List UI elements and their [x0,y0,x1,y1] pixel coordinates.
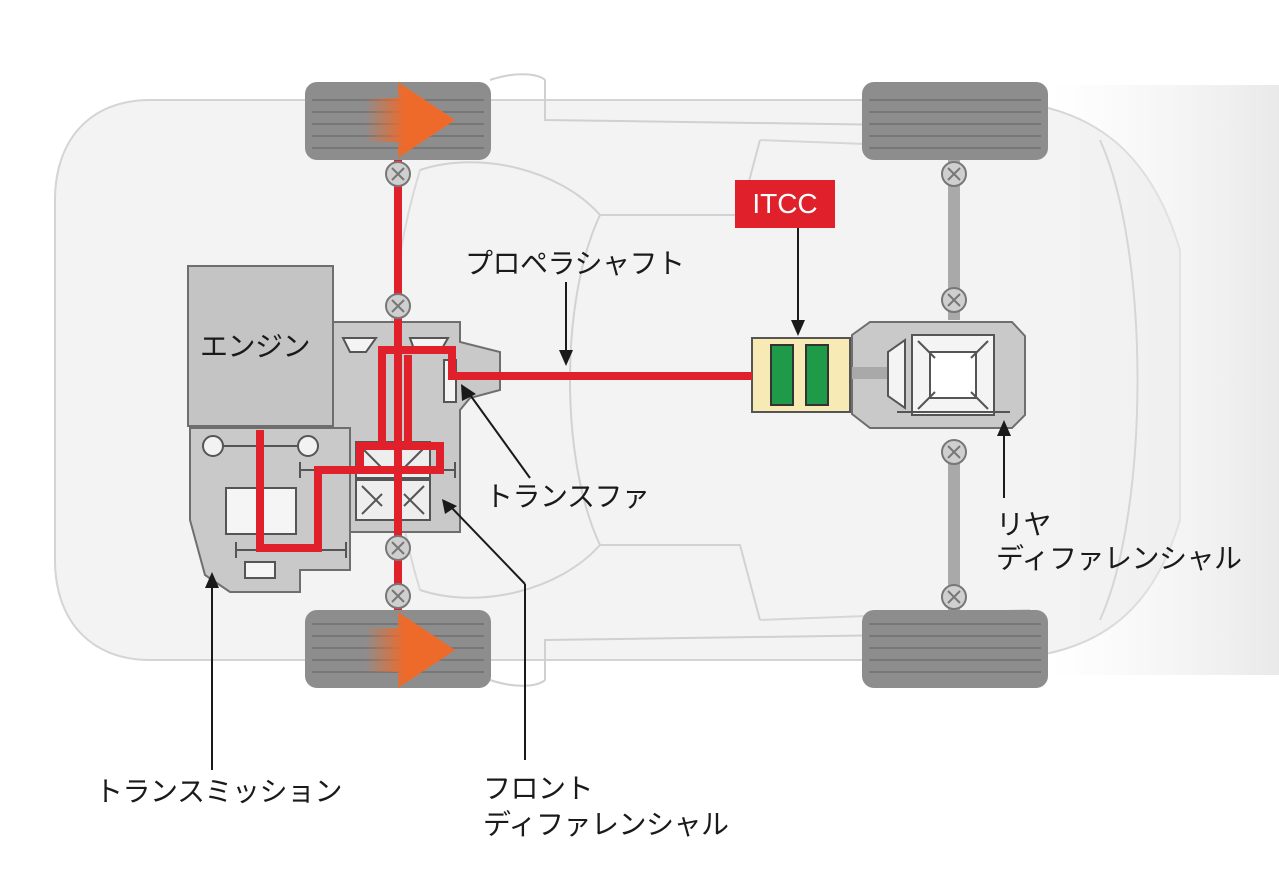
leader-lines [211,228,1005,770]
joint-icon [941,287,967,313]
propeller-shaft-label: プロペラシャフト [465,247,685,280]
rear-diff-label-line2: ディファレンシャル [996,542,1242,575]
itcc-coupling [751,337,851,413]
itcc-label: ITCC [735,180,835,228]
rear-right-tire [862,610,1048,688]
universal-joints [385,161,967,610]
transmission-label: トランスミッション [95,775,342,808]
joint-icon [385,293,411,319]
rear-differential-housing [851,321,1026,429]
rear-left-tire [862,82,1048,160]
front-diff-label-line2: ディファレンシャル [483,808,729,841]
front-diff-label-line1: フロント [483,772,594,805]
leader-arrowheads [205,320,1011,588]
transmission-housing [189,427,351,593]
engine-block [187,265,334,427]
joint-icon [941,439,967,465]
joint-icon [941,584,967,610]
joint-icon [941,161,967,187]
engine-label: エンジン [200,330,311,363]
front-right-torque-arrow-icon [365,612,455,688]
joint-icon [385,161,411,187]
rear-axle-shafts [948,160,960,610]
rear-diff-label-line1: リヤ [996,508,1052,541]
joint-icon [385,583,411,609]
joint-icon [385,535,411,561]
front-left-torque-arrow-icon [365,82,455,158]
transfer-label: トランスファ [485,480,650,513]
